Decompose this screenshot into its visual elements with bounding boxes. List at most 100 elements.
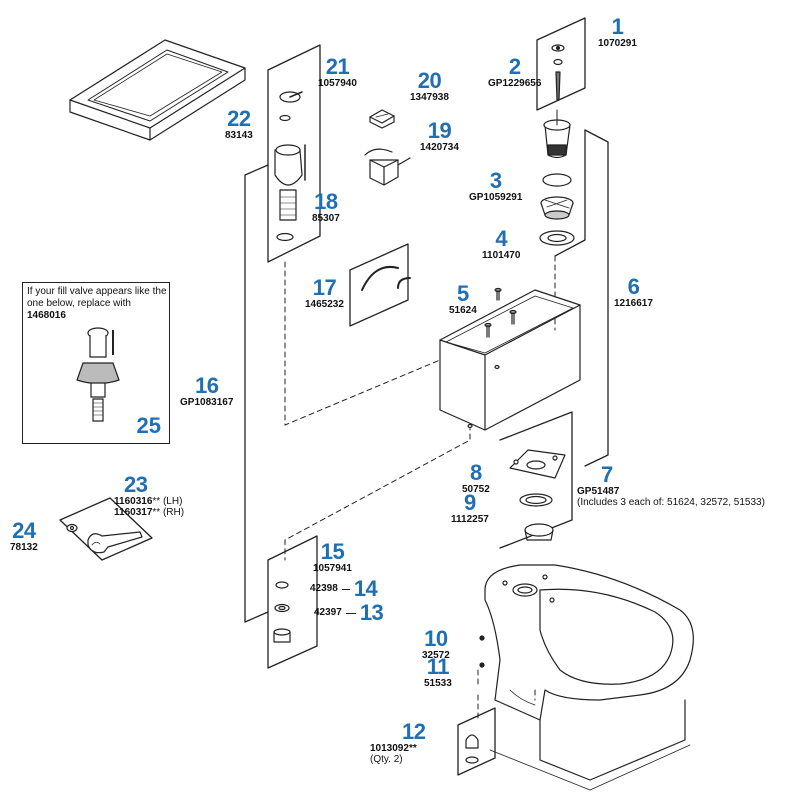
part-number: 1101470: [482, 250, 521, 261]
callout-number: 22: [227, 106, 251, 131]
callout-5: 5 51624: [449, 283, 477, 316]
fill-valve: [274, 91, 306, 242]
replacement-part-number: 1468016: [27, 310, 66, 321]
flush-handle-parts: [551, 44, 565, 101]
callout-21: 21 1057940: [318, 56, 357, 89]
part-suffix-2: ** (RH): [152, 507, 185, 518]
callout-number: 14: [353, 576, 378, 601]
toilet-bowl: [484, 564, 694, 791]
callout-9: 9 1112257: [451, 492, 489, 525]
callout-11: 11 51533: [424, 656, 452, 689]
callout-24: 24 78132: [10, 520, 38, 553]
part-number: 1070291: [598, 38, 637, 49]
part-number: 42398: [310, 583, 338, 594]
callout-3: 3 GP1059291: [469, 170, 522, 203]
part-note: (Qty. 2): [370, 754, 403, 765]
callout-number: 19: [427, 118, 452, 143]
callout-number: 20: [417, 68, 442, 93]
callout-number: 21: [325, 54, 350, 79]
part-number: 1465232: [305, 299, 344, 310]
callout-18: 18 85307: [312, 191, 340, 224]
callout-number: 2: [508, 54, 521, 79]
bowl-gasket-parts: [509, 449, 566, 541]
part-number: 42397: [314, 607, 342, 618]
callout-23: 23 1160316** (LH) 1160317** (RH): [114, 474, 184, 518]
callout-number: 16: [194, 373, 219, 398]
part-number: 51624: [449, 305, 477, 316]
callout-1: 1 1070291: [598, 16, 637, 49]
callout-20: 20 1347938: [410, 70, 449, 103]
callout-19: 19 1420734: [420, 120, 459, 153]
part-number: 1216617: [614, 298, 653, 309]
tank-body: [439, 289, 581, 431]
part-number-2: 1160317: [114, 507, 153, 518]
callout-number: 4: [495, 226, 508, 251]
callout-number: 18: [314, 189, 338, 214]
callout-7: 7 GP51487 (Includes 3 each of: 51624, 32…: [577, 464, 765, 508]
callout-number: 24: [12, 518, 36, 543]
part-number: GP51487: [577, 486, 620, 497]
part-suffix: **: [408, 743, 417, 754]
tank-lid: [69, 39, 246, 141]
note-text: If your fill valve appears like the one …: [27, 286, 167, 309]
old-fill-valve-illustration: [76, 327, 120, 422]
callout-17: 17 1465232: [305, 277, 344, 310]
part-number: 51533: [424, 678, 452, 689]
callout-number: 10: [424, 626, 448, 651]
callout-14: 42398 14: [310, 576, 378, 601]
seal-ring: [542, 173, 572, 187]
callout-6: 6 1216617: [614, 276, 653, 309]
bolt-cap: [465, 734, 479, 764]
part-number: 1057940: [318, 78, 357, 89]
part-number: 83143: [225, 130, 253, 141]
washer-dot: [479, 662, 485, 668]
callout-number: 3: [489, 168, 502, 193]
callout-15: 15 1057941: [313, 541, 352, 574]
callout-12: 12 1013092** (Qty. 2): [370, 719, 426, 765]
part-number: 1160316: [114, 496, 153, 507]
callout-13: 42397 13: [314, 600, 384, 625]
callout-number: 15: [320, 539, 345, 564]
part-number: GP1083167: [180, 397, 234, 408]
part-number: GP1229656: [488, 78, 542, 89]
part-number: 32572: [422, 650, 450, 661]
callout-number: 23: [124, 472, 148, 497]
callout-number: 12: [402, 719, 426, 744]
tank-gasket: [539, 230, 575, 246]
part-suffix: ** (LH): [152, 496, 183, 507]
callout-number: 17: [312, 275, 337, 300]
callout-22: 22 83143: [225, 108, 253, 141]
flush-valve-body: [540, 196, 574, 220]
callout-10: 10 32572: [422, 628, 450, 661]
part-number: 1112257: [451, 514, 489, 525]
part-number: GP1059291: [469, 192, 523, 203]
bolt-cap-dot: [479, 635, 485, 641]
callout-number: 11: [426, 654, 450, 679]
part-number: 1420734: [420, 142, 459, 153]
callout-2: 2 GP1229656: [488, 56, 541, 89]
part-number: 50752: [462, 484, 490, 495]
part-number: 85307: [312, 213, 340, 224]
callout-number-25: 25: [136, 413, 161, 438]
callout-number: 5: [457, 281, 469, 306]
callout-number: 13: [359, 600, 384, 625]
callout-number: 8: [470, 460, 482, 485]
part-number: 1347938: [410, 92, 449, 103]
part-number: 78132: [10, 542, 38, 553]
callout-number: 6: [627, 274, 640, 299]
callout-number: 7: [601, 462, 613, 487]
part-note: (Includes 3 each of: 51624, 32572, 51533…: [577, 497, 765, 508]
callout-4: 4 1101470: [482, 228, 520, 261]
dashed-guides: [284, 255, 556, 721]
callout-8: 8 50752: [462, 462, 490, 495]
callout-number: 1: [611, 14, 624, 39]
flush-valve-canister: [543, 109, 571, 159]
refill-tubes: [361, 266, 411, 291]
trip-lever: [66, 523, 143, 554]
fill-valve-replacement-note: If your fill valve appears like the one …: [22, 282, 170, 444]
callout-number: 9: [464, 490, 476, 515]
part-number: 1013092: [370, 743, 409, 754]
part-number: 1057941: [313, 563, 352, 574]
callout-16: 16 GP1083167: [180, 375, 233, 408]
